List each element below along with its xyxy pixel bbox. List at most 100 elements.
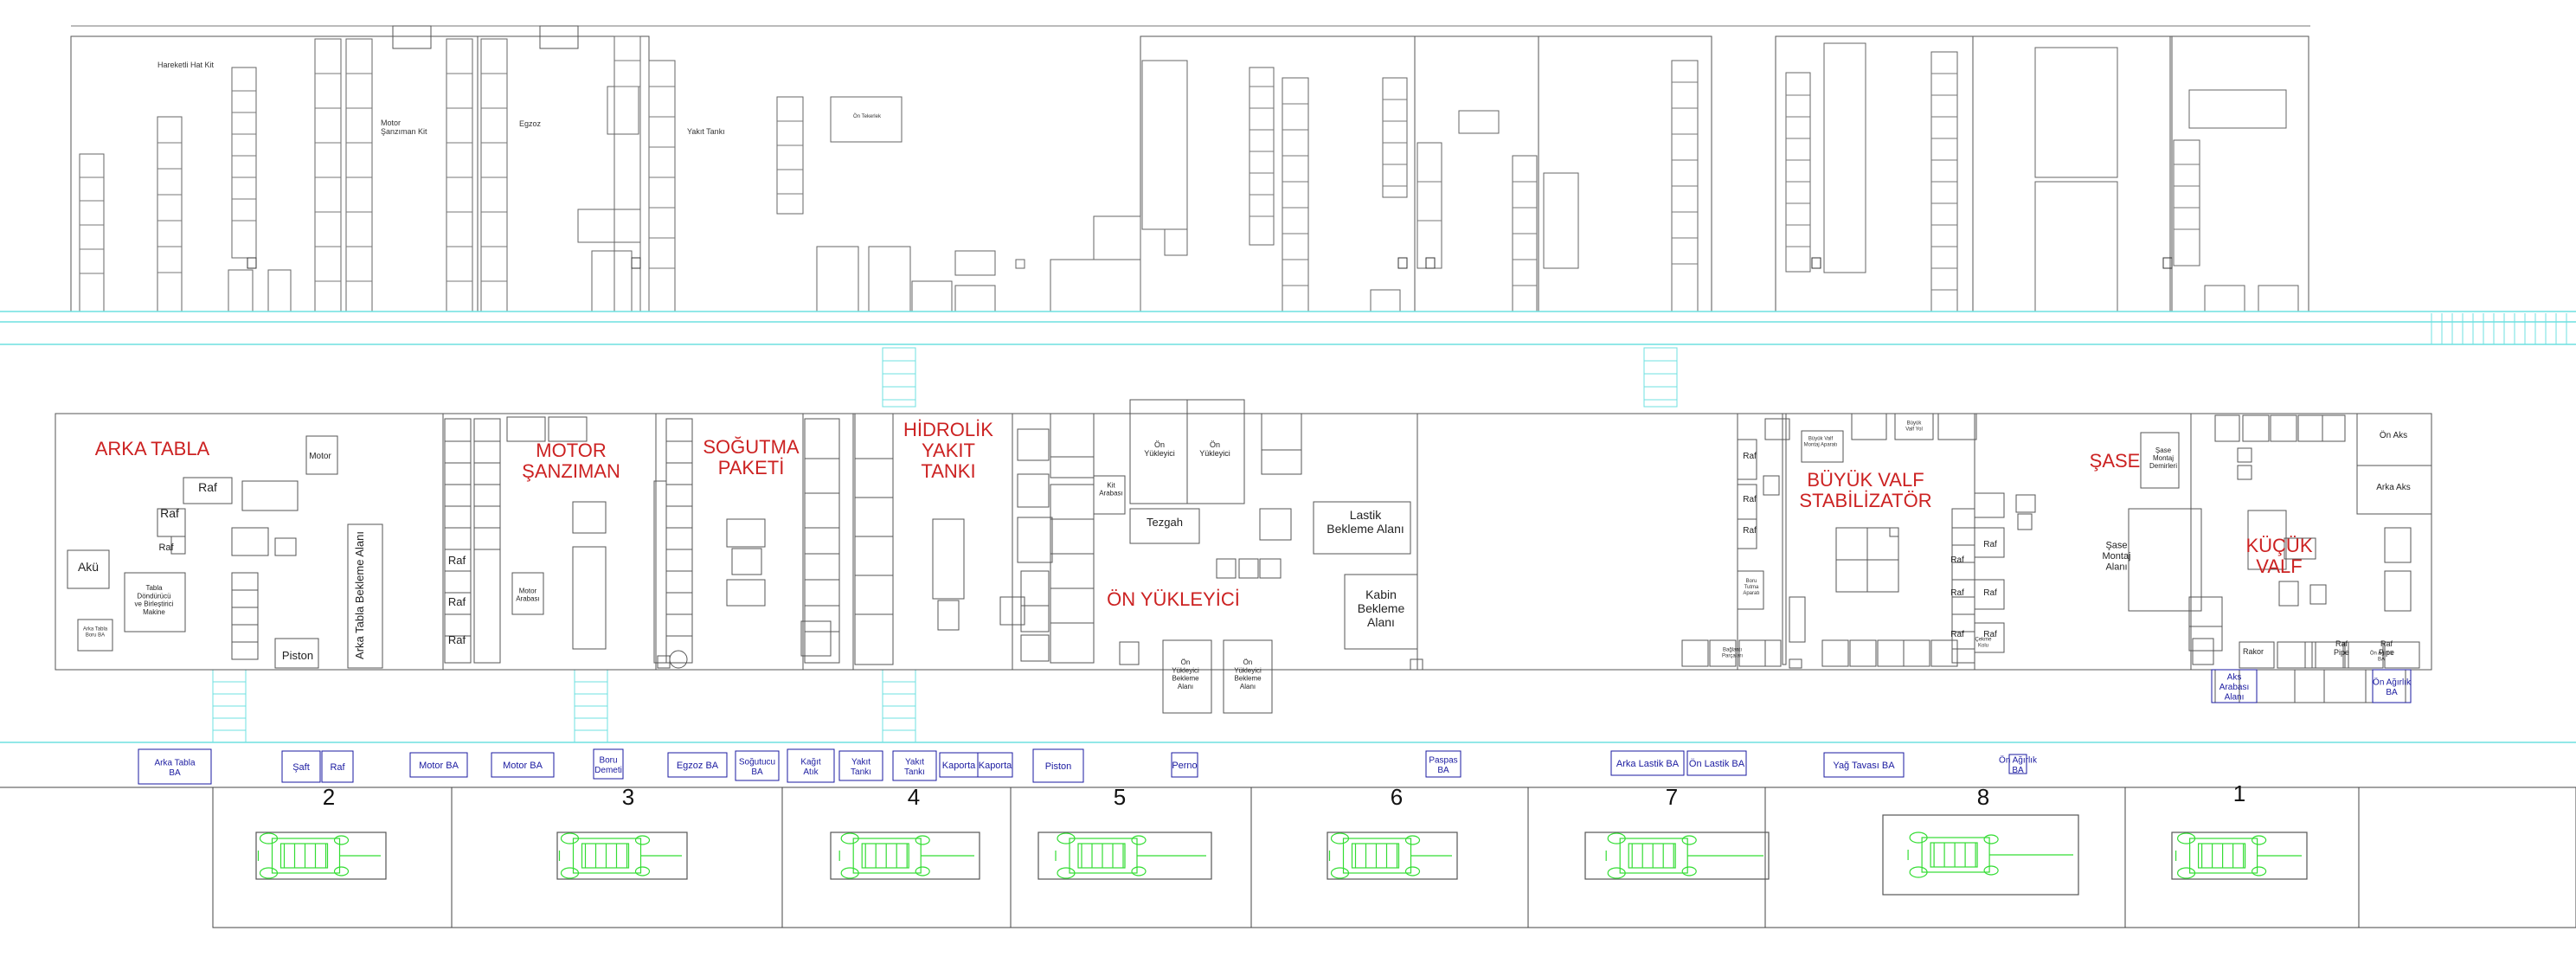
zone-title: ARKA TABLA	[95, 438, 210, 459]
area-label: Tezgah	[1147, 516, 1183, 529]
tractor-unit	[1037, 832, 1212, 880]
tractor-unit	[1584, 832, 1770, 880]
area-label: Raf	[160, 506, 179, 520]
zone-title: ÖN YÜKLEYİCİ	[1107, 588, 1240, 610]
area-label: Rakor	[2243, 647, 2264, 656]
tractor-unit	[2171, 832, 2308, 880]
station-box	[593, 748, 624, 780]
station-box	[281, 750, 321, 783]
line-number: 4	[908, 784, 920, 810]
station-box	[1171, 752, 1198, 778]
area-label: Raf	[1950, 588, 1964, 598]
station-box	[138, 748, 212, 785]
tractor-unit	[1327, 832, 1458, 880]
station-label: Motor BA	[503, 761, 543, 771]
station-box	[2008, 754, 2027, 774]
area-label: Raf	[1950, 555, 1964, 565]
tractor-unit	[255, 832, 387, 880]
line-number: 3	[622, 784, 634, 810]
area-label: Raf	[1983, 588, 1997, 598]
station-box	[2372, 669, 2412, 703]
station-box	[787, 748, 835, 783]
station-label: Kaporta	[979, 761, 1012, 771]
station-label: Raf	[330, 762, 345, 773]
station-box	[838, 750, 883, 781]
zone-title: ŞASE	[2090, 450, 2141, 472]
area-label: Raf	[198, 480, 217, 494]
line-number: 5	[1114, 784, 1126, 810]
station-label: Motor BA	[419, 761, 459, 771]
station-label: Perno	[1172, 761, 1197, 771]
line-number: 7	[1666, 784, 1678, 810]
station-box	[491, 752, 555, 778]
area-label: Motor	[309, 452, 331, 461]
station-box	[892, 750, 937, 781]
tractor-unit	[556, 832, 688, 880]
station-box	[2211, 669, 2258, 703]
area-label: Raf	[448, 595, 466, 608]
area-label: Akü	[78, 560, 99, 574]
station-box	[409, 752, 468, 778]
assembly-hall	[55, 399, 2432, 714]
top-label: Egzoz	[519, 119, 542, 128]
area-label: Ön Aks	[2380, 430, 2407, 440]
area-label: Raf	[448, 633, 466, 646]
top-label: Yakıt Tankı	[687, 127, 725, 136]
station-label: Ön Lastik BA	[1689, 759, 1745, 769]
area-label: Raf	[1950, 630, 1964, 639]
station-box	[1823, 752, 1905, 778]
area-label: Raf	[1983, 540, 1997, 549]
area-label: Piston	[282, 649, 313, 662]
area-label: Raf	[1743, 495, 1757, 504]
station-box	[321, 750, 354, 783]
tractor-units	[255, 814, 2308, 896]
line-number: 6	[1391, 784, 1403, 810]
assembly-lanes	[212, 787, 2576, 928]
station-box	[1425, 750, 1461, 778]
area-label: Arka Tabla Bekleme Alanı	[353, 531, 366, 659]
station-label: Yağ Tavası BA	[1833, 761, 1895, 771]
tractor-unit	[830, 832, 980, 880]
area-label: Raf	[1743, 526, 1757, 536]
line-number: 8	[1977, 784, 1989, 810]
top-label: Hareketli Hat Kit	[157, 61, 215, 69]
station-box	[735, 750, 780, 781]
